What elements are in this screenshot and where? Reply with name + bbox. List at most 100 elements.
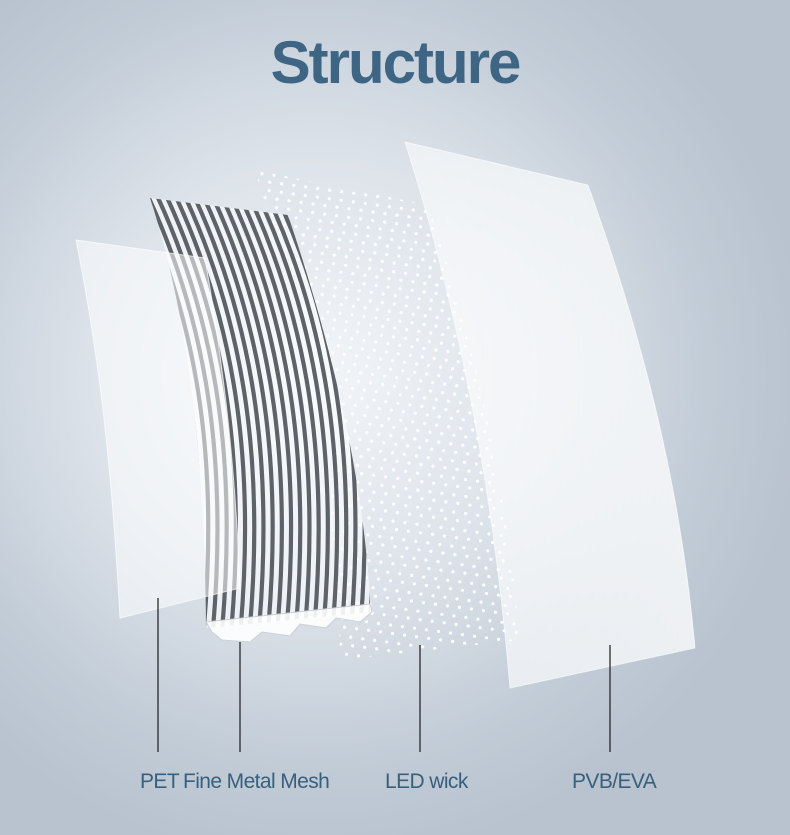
led-dot	[476, 436, 480, 441]
led-dot	[453, 553, 457, 557]
led-dot	[410, 573, 414, 578]
led-dot	[381, 383, 385, 387]
led-dot	[338, 279, 342, 283]
led-dot	[377, 366, 381, 370]
led-dot	[335, 205, 339, 209]
led-dot	[392, 425, 396, 429]
led-dot	[348, 345, 352, 349]
led-dot	[453, 392, 457, 396]
mesh-stripe	[192, 198, 266, 628]
led-dot	[488, 619, 492, 623]
led-dot	[437, 415, 441, 419]
led-dot	[463, 344, 467, 348]
led-dot	[411, 208, 415, 212]
led-dot	[425, 439, 429, 443]
led-dot	[392, 485, 396, 489]
led-dot	[349, 248, 353, 252]
led-dot	[475, 530, 479, 534]
led-dot	[408, 353, 412, 357]
led-dot	[402, 239, 406, 243]
led-dot	[367, 516, 371, 520]
led-dot	[435, 423, 439, 427]
led-dot	[451, 476, 456, 480]
led-dot	[369, 655, 373, 660]
led-dot	[443, 382, 447, 386]
led-dot	[440, 491, 444, 495]
led-dot	[440, 432, 444, 436]
led-dot	[426, 456, 430, 460]
led-dot	[337, 246, 341, 250]
led-dot	[330, 229, 334, 233]
led-dot	[441, 551, 445, 555]
led-dot	[438, 244, 442, 248]
led-dot	[311, 210, 315, 215]
led-dot	[417, 297, 421, 301]
led-dot	[383, 220, 387, 224]
led-dot	[380, 604, 384, 608]
led-dot	[430, 619, 434, 623]
led-dot	[446, 578, 450, 582]
led-dot	[308, 258, 312, 263]
led-dot	[275, 197, 279, 201]
led-dot	[365, 431, 369, 435]
led-dot	[472, 634, 477, 638]
led-dot	[380, 483, 384, 487]
label-pet: PET	[140, 770, 180, 793]
led-dot	[487, 574, 491, 579]
led-dot	[372, 490, 376, 494]
led-dot	[355, 463, 360, 467]
led-dot	[439, 525, 443, 530]
led-dot	[370, 524, 375, 529]
led-dot	[419, 216, 423, 220]
led-dot	[384, 492, 388, 496]
led-dot	[438, 542, 442, 547]
led-dot	[419, 225, 423, 229]
led-dot	[391, 631, 395, 636]
led-dot	[356, 265, 360, 269]
led-dot	[439, 341, 443, 345]
led-dot	[388, 196, 392, 200]
led-dot	[396, 493, 400, 498]
led-dot	[427, 566, 431, 571]
led-dot	[463, 477, 468, 482]
led-dot	[469, 607, 474, 611]
led-dot	[395, 510, 399, 515]
led-dot	[421, 601, 426, 605]
led-dot	[396, 401, 400, 405]
led-dot	[405, 328, 409, 332]
led-dot	[337, 238, 341, 242]
led-dot	[364, 620, 369, 624]
led-dot	[441, 300, 445, 304]
led-dot	[369, 381, 373, 385]
led-dot	[476, 496, 480, 500]
led-dot	[491, 523, 495, 527]
led-dot	[268, 180, 272, 184]
led-dot	[404, 486, 408, 491]
led-dot	[395, 459, 399, 463]
led-dot	[427, 339, 431, 344]
led-dot	[306, 217, 310, 221]
led-dot	[423, 653, 427, 657]
led-dot	[470, 581, 474, 586]
led-dot	[338, 311, 342, 315]
led-dot	[367, 331, 371, 336]
led-dot	[299, 200, 303, 204]
led-dot	[441, 391, 445, 395]
led-dot	[448, 587, 452, 591]
led-dot	[429, 664, 432, 667]
led-dot	[353, 403, 357, 407]
led-dot	[396, 476, 400, 480]
led-dot	[301, 233, 305, 237]
led-dot	[394, 528, 399, 532]
mesh-stripe	[210, 198, 285, 628]
led-dot	[267, 189, 271, 193]
led-dot	[366, 355, 371, 360]
led-dot	[332, 181, 336, 185]
led-dot	[372, 398, 376, 402]
led-dot	[379, 517, 383, 522]
led-dot	[431, 226, 435, 231]
led-dot	[360, 472, 364, 476]
led-dot	[367, 465, 372, 469]
led-dot	[435, 315, 439, 320]
led-dot	[355, 330, 359, 334]
